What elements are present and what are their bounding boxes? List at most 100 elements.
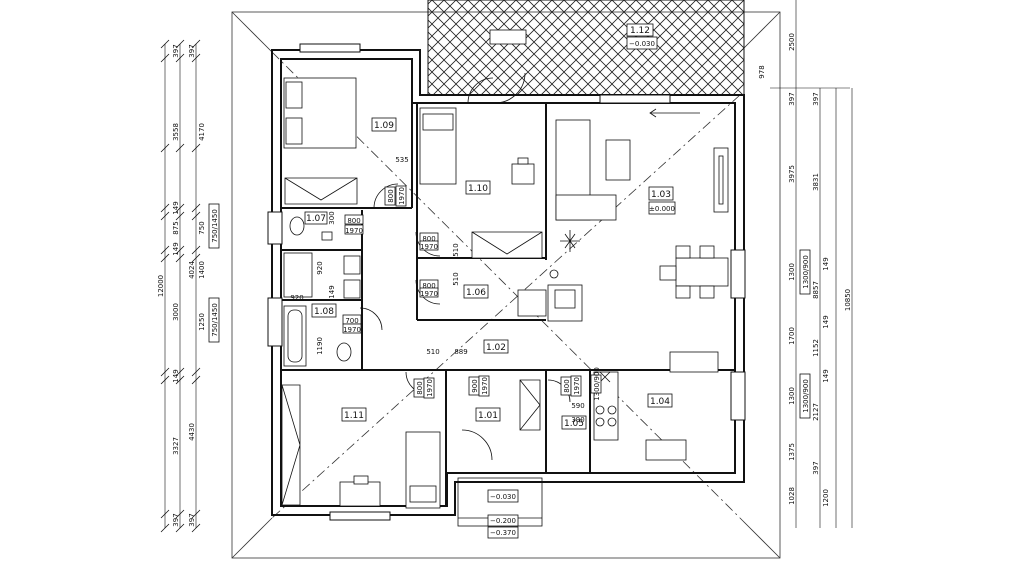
dim-right-total: 10850 [844,289,852,311]
dim-right-mid-5: 1152 [812,339,820,357]
dim-right-mid-9: 1200 [822,489,830,507]
toilet-107 [289,216,305,236]
dim-left-total: 12000 [157,275,165,297]
dim-tick [160,245,170,255]
room-112-level: −0.030 [629,40,655,48]
wardrobe-109 [284,177,358,205]
dim-left-inner-2: 750 [198,221,206,234]
svg-text:1970: 1970 [481,377,489,395]
dim-tick [191,143,201,153]
sink-107 [343,255,361,275]
dining-table [675,257,729,287]
door-tag-1: 800 [384,186,396,206]
svg-text:900: 900 [471,379,479,392]
dim-tick [175,509,185,519]
dim-390: 390 [571,416,584,424]
dim-149: 149 [328,285,336,298]
right-dimensions [770,0,853,528]
dim-1190: 1190 [316,337,324,355]
toilet-108 [336,342,352,362]
coffee-table [605,139,631,181]
door-tag-3w: 800 [422,235,435,243]
room-111-label: 1.11 [344,411,364,421]
dim-left-inner-0: 397 [188,44,196,57]
dim-tick [191,39,201,49]
svg-text:800: 800 [563,379,571,392]
dim-left-inner-1: 4170 [198,123,206,141]
dim-tick [191,211,201,221]
inner-dimensions: 535 510 510 920 920 149 1190 510 889 300… [290,156,584,424]
svg-text:750/1450: 750/1450 [211,209,219,243]
dim-left-outer-7: 3327 [172,437,180,455]
dim-tick [191,523,201,533]
dim-889: 889 [454,348,467,356]
room-108-label: 1.08 [314,307,334,317]
dim-tick [160,203,170,213]
door-tag-9: 800 [560,376,572,396]
room-102-label: 1.02 [486,343,506,353]
window-tag-right-bottom: 1300/900 [799,373,811,419]
dim-right-outer-6: 1028 [788,487,796,505]
shower [283,252,313,298]
interior-walls [281,59,735,506]
room-112-label: 1.12 [630,26,650,36]
room-labels: 1.09 1.10 1.03 ±0.000 1.07 1.06 1.08 1.0… [304,23,676,430]
door-tag-7: 800 [413,378,425,398]
dim-left-inner-3: 4024 [188,261,196,279]
right-dim-outer: 397 3975 1300 1700 1300 1375 1028 [788,92,796,505]
door-tags: 800 1970 800 1970 800 1970 800 1970 700 … [342,185,582,399]
dim-tick [175,253,185,263]
window-tag-left-bottom: 750/1450 [208,297,220,343]
left-dim-inner: 397 4170 750 4024 1400 1250 4430 397 [188,44,206,526]
dim-left-inner-6: 4430 [188,423,196,441]
dim-tick [191,203,201,213]
svg-text:1970: 1970 [398,187,406,205]
dim-tick [160,253,170,263]
dim-tick [175,211,185,221]
dim-tick [175,375,185,385]
dim-left-outer-2: 149 [172,201,180,214]
dim-tick [160,143,170,153]
dim-right-mid-4: 149 [822,315,830,328]
dim-tick [175,367,185,377]
left-dimensions [164,44,197,528]
dim-920a: 920 [316,261,324,274]
window-tag-kitchen: 1300/900 [590,367,602,401]
door-tag-2h: 1970 [345,227,363,235]
dim-510a: 510 [452,243,460,256]
dim-right-outer-5: 1375 [788,443,796,461]
svg-text:1300/900: 1300/900 [802,255,810,289]
dim-tick [191,367,201,377]
window-tag-kitchen-small: 590 [571,402,584,410]
right-dim-mid: 397 3831 149 8857 149 1152 149 2127 397 … [812,92,830,507]
dim-tick [160,375,170,385]
dim-tick [175,523,185,533]
dim-tick [160,53,170,63]
dim-right-outer-0: 397 [788,92,796,105]
dim-510c: 510 [426,348,439,356]
dim-510b: 510 [452,272,460,285]
right-dim-top: 2500 978 [758,33,796,79]
dim-right-mid-0: 397 [812,92,820,105]
door-tag-8: 900 [468,376,480,396]
entry-arrow [649,108,700,118]
dim-tick [191,53,201,63]
dim-right-top-1: 978 [758,65,766,78]
dim-left-inner-7: 397 [188,513,196,526]
door-tag-4h: 1970 [420,290,438,298]
dim-tick [191,245,201,255]
door-tag-6h: 1970 [343,326,361,334]
wardrobe-111 [281,384,301,506]
dim-tick [175,245,185,255]
dim-right-top-0: 2500 [788,33,796,51]
dim-left-outer-4: 149 [172,242,180,255]
dim-right-mid-6: 149 [822,369,830,382]
svg-text:800: 800 [387,189,395,202]
dim-tick [191,509,201,519]
left-dim-ticks [160,39,201,533]
dim-tick [191,253,201,263]
level-terrace-2: −0.370 [490,529,516,537]
plant [560,230,580,252]
dim-tick [191,375,201,385]
